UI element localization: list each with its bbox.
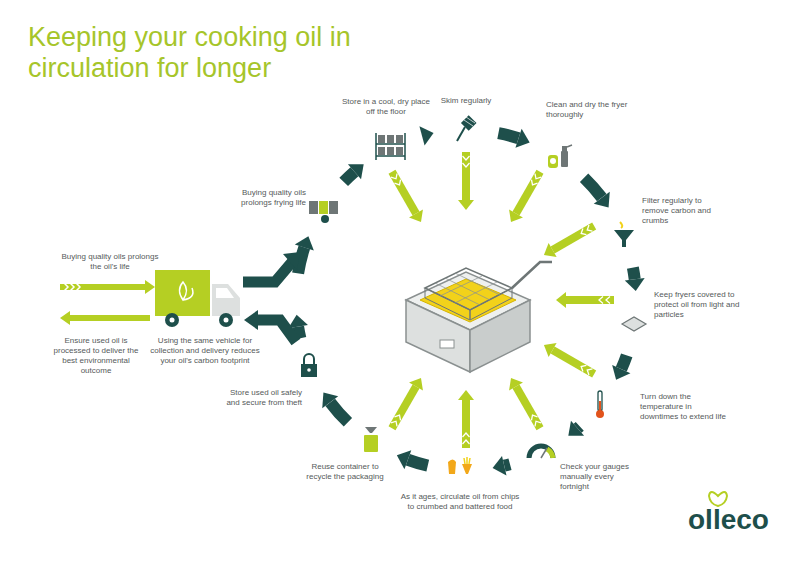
radial-arrowhead (544, 243, 557, 257)
logo-mark (709, 492, 727, 506)
radial-chevron (587, 225, 592, 231)
radial-arrow (462, 152, 470, 200)
ring-segment (578, 426, 580, 428)
oil-tins-icon (309, 201, 338, 223)
logo-text: olleco (688, 506, 788, 534)
step-label: Turn down the temperature in downtimes t… (640, 392, 732, 422)
radial-arrowhead (458, 200, 474, 210)
radial-chevron (531, 180, 537, 185)
ring-arrowhead (348, 164, 364, 179)
cycle-ring (288, 126, 644, 475)
ring-segment (504, 464, 510, 465)
thermometer-icon (596, 391, 604, 418)
step-label: Ensure used oil is processed to deliver … (46, 336, 146, 376)
step-label: Skim regularly (436, 96, 496, 106)
step-label: Using the same vehicle for collection an… (150, 336, 260, 366)
step-label: Store in a cool, dry place off the floor (340, 97, 432, 117)
step-label: Buying quality oils prolongs frying life (228, 188, 306, 208)
title: Keeping your cooking oil in circulation … (28, 22, 368, 84)
gauge-icon (529, 446, 553, 458)
ring-segment (633, 268, 635, 280)
radial-arrow (462, 400, 470, 448)
radial-arrowhead (409, 209, 423, 222)
ring-arrowhead (568, 421, 584, 436)
step-label: Buying quality oils prolongs the oil's l… (55, 252, 165, 272)
ring-segment (584, 178, 602, 198)
radial-arrowhead (509, 378, 523, 391)
ring-segment (298, 247, 304, 273)
ring-arrowhead (625, 278, 645, 291)
lid-icon (622, 317, 646, 331)
truck-icon (155, 270, 240, 327)
radial-chevron (394, 415, 400, 420)
funnel-icon (614, 222, 634, 247)
radial-chevron (391, 174, 397, 179)
ring-arrowhead (397, 450, 411, 469)
ring-arrowhead (419, 126, 433, 145)
ring-arrowhead (594, 192, 610, 208)
step-label: Store used oil safely and secure from th… (222, 388, 302, 408)
step-label: Clean and dry the fryer thoroughly (546, 100, 636, 120)
radial-chevron (463, 433, 470, 437)
radial-chevron (581, 228, 586, 234)
radial-chevron (581, 365, 586, 371)
food-icon (448, 457, 472, 474)
radial-chevron (535, 421, 541, 426)
ring-segment (498, 133, 518, 138)
step-label: Reuse container to recycle the packaging (305, 462, 385, 482)
cleaning-icon (548, 145, 572, 168)
fryer-illustration (406, 262, 552, 372)
ring-arrowhead (515, 129, 529, 148)
ring-arrowhead (612, 365, 630, 380)
padlock-icon (301, 354, 317, 377)
step-label: As it ages, circulate oil from chips to … (400, 492, 520, 512)
radial-chevron (463, 440, 470, 444)
radial-chevron (599, 297, 603, 304)
ring-arrowhead (322, 393, 338, 409)
container-icon (364, 427, 378, 452)
ring-segment (408, 460, 428, 466)
step-label: Check your gauges manually every fortnig… (560, 462, 640, 492)
radial-chevron (535, 174, 541, 179)
radial-arrows (391, 152, 614, 448)
radial-arrow (566, 296, 614, 304)
radial-chevron (463, 156, 470, 160)
ring-arrowhead (493, 456, 507, 475)
ring-segment (330, 402, 348, 422)
radial-arrowhead (544, 343, 557, 357)
radial-chevron (391, 421, 397, 426)
radial-chevron (463, 163, 470, 167)
radial-chevron (394, 180, 400, 185)
ring-segment (621, 355, 626, 369)
shelf-icon (376, 133, 405, 160)
radial-arrowhead (409, 378, 423, 391)
step-label: Keep fryers covered to protect oil from … (654, 290, 754, 320)
radial-chevron (531, 415, 537, 420)
radial-chevron (606, 297, 610, 304)
step-label: Filter regularly to remove carbon and cr… (642, 196, 724, 226)
radial-arrowhead (556, 292, 566, 308)
ring-segment (344, 172, 355, 182)
skimmer-icon (457, 115, 476, 141)
radial-arrowhead (509, 209, 523, 222)
radial-arrowhead (458, 390, 474, 400)
ring-arrowhead (295, 236, 314, 250)
radial-chevron (587, 369, 592, 375)
